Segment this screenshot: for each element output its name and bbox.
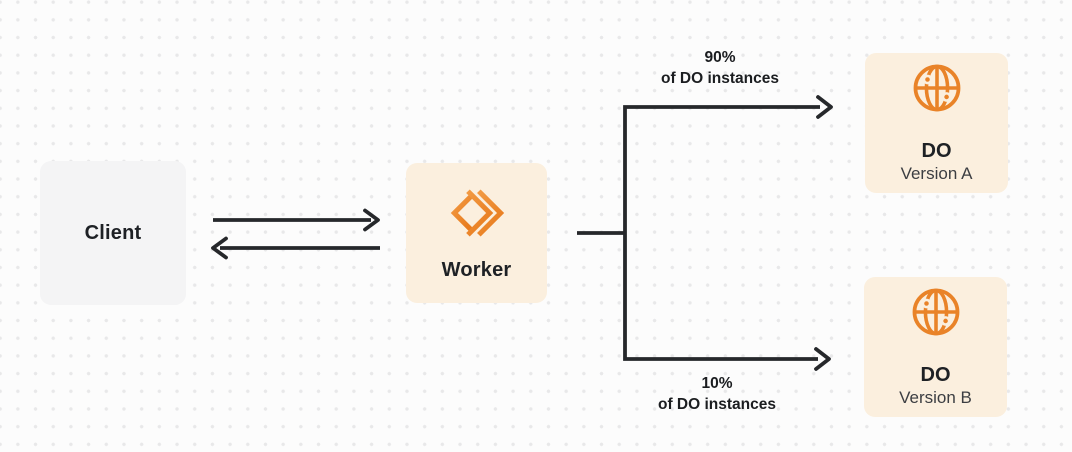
do-version-b-node: DO Version B	[864, 277, 1007, 417]
worker-node: Worker	[406, 163, 547, 303]
split-trunk-line	[623, 105, 820, 361]
branch-b-caption: of DO instances	[658, 396, 776, 413]
worker-to-client-arrowhead	[211, 236, 228, 260]
branch-b-percent: 10%	[701, 375, 733, 392]
branch-a-label: 90% of DO instances	[620, 47, 820, 89]
client-node: Client	[40, 161, 186, 305]
do-version-b-subtitle: Version B	[899, 388, 972, 407]
branch-a-arrowhead	[816, 95, 833, 119]
worker-node-label: Worker	[441, 259, 512, 281]
branch-b-label: 10% of DO instances	[617, 373, 817, 415]
globe-icon	[910, 286, 962, 338]
client-to-worker-arrowhead	[363, 208, 380, 232]
branch-a-percent: 90%	[704, 49, 736, 66]
code-chevrons-icon	[448, 184, 506, 242]
globe-icon	[911, 62, 963, 114]
branch-a-caption: of DO instances	[661, 70, 779, 87]
client-node-label: Client	[84, 221, 142, 244]
branch-b-arrowhead	[814, 347, 831, 371]
do-version-a-subtitle: Version A	[900, 164, 973, 183]
do-version-b-title: DO	[920, 364, 951, 386]
do-version-a-title: DO	[921, 140, 952, 162]
do-version-a-node: DO Version A	[865, 53, 1008, 193]
